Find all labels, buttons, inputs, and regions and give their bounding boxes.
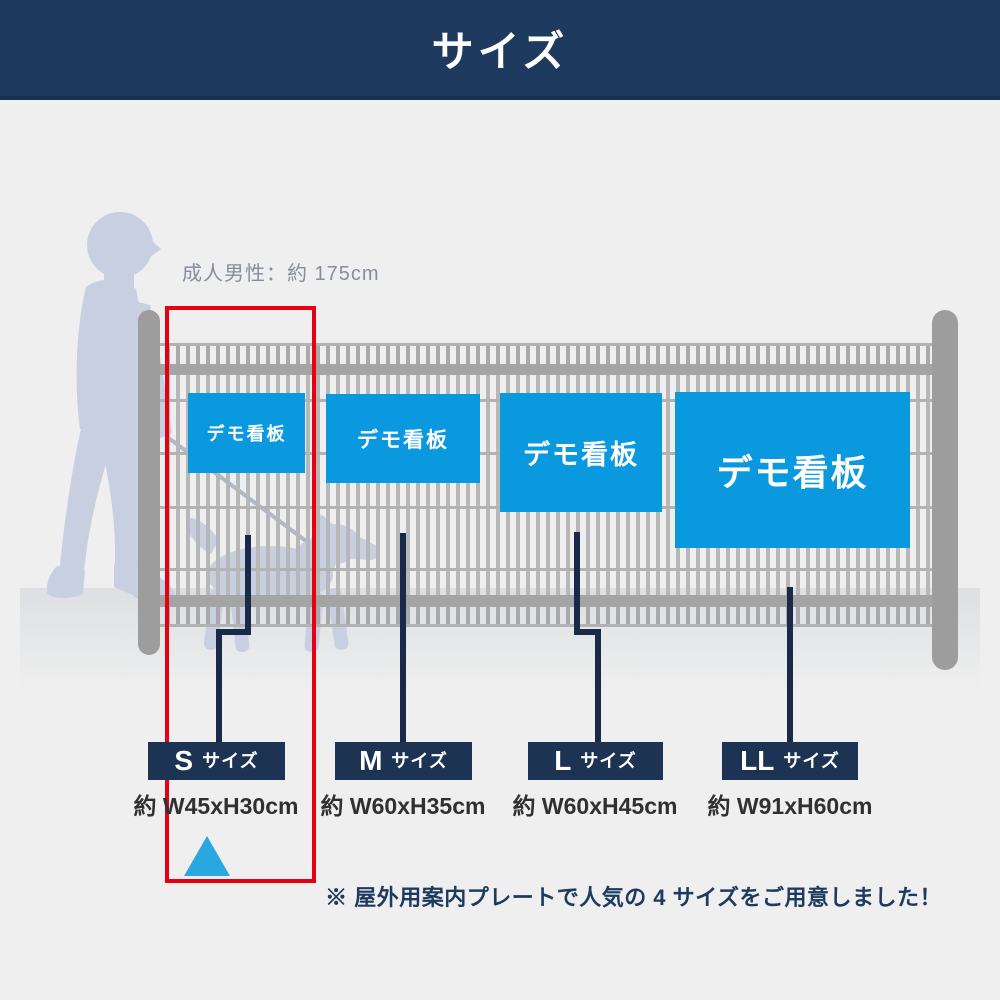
- fence-top-thin-rail: [150, 343, 946, 346]
- leader-line-l: [574, 629, 601, 635]
- size-code: M: [359, 745, 383, 776]
- demo-sign-s-text: デモ看板: [206, 424, 287, 444]
- demo-sign-s: デモ看板: [188, 393, 305, 473]
- dimensions-ll: 約 W91xH60cm: [707, 793, 873, 819]
- demo-sign-m-text: デモ看板: [357, 428, 449, 452]
- header-bar: サイズ: [0, 0, 1000, 100]
- footnote: ※ 屋外用案内プレートで人気の 4 サイズをご用意しました！: [325, 885, 942, 910]
- size-unit: サイズ: [580, 751, 637, 771]
- size-code: S: [174, 745, 194, 776]
- leader-line-s: [216, 629, 222, 743]
- demo-sign-ll: デモ看板: [675, 392, 910, 548]
- fence-bottom-rail: [150, 595, 946, 607]
- dimensions-l: 約 W60xH45cm: [512, 793, 678, 819]
- size-label-ll: LL サイズ: [722, 742, 858, 780]
- leader-line-s: [245, 535, 251, 635]
- leader-line-l: [574, 532, 580, 635]
- dimensions-s: 約 W45xH30cm: [133, 793, 299, 819]
- leader-line-s: [216, 629, 251, 635]
- adult-height-reference: 成人男性：約 175cm: [182, 263, 380, 285]
- selected-size-triangle-marker: [184, 836, 230, 876]
- fence-wire: [160, 568, 936, 571]
- fence-bottom-tick-row: [156, 607, 940, 624]
- size-unit: サイズ: [202, 751, 259, 771]
- leader-line-ll: [787, 587, 793, 743]
- fence-top-rail: [150, 364, 946, 375]
- fence-bottom-thin-rail: [150, 624, 946, 627]
- size-label-m: M サイズ: [335, 742, 472, 780]
- demo-sign-ll-text: デモ看板: [716, 452, 869, 493]
- leader-line-m: [400, 533, 406, 743]
- size-label-l: L サイズ: [528, 742, 663, 780]
- size-label-s: S サイズ: [148, 742, 285, 780]
- dimensions-m: 約 W60xH35cm: [320, 793, 486, 819]
- highlight-rectangle-s: [165, 306, 316, 883]
- fence-top-tick-row: [156, 346, 940, 364]
- size-code: LL: [740, 745, 775, 776]
- demo-sign-m: デモ看板: [326, 394, 480, 483]
- demo-sign-l: デモ看板: [500, 393, 662, 512]
- size-unit: サイズ: [391, 751, 448, 771]
- page-title: サイズ: [431, 27, 569, 75]
- fence-left-post: [138, 310, 160, 655]
- size-code: L: [554, 745, 572, 776]
- demo-sign-l-text: デモ看板: [523, 440, 639, 470]
- leader-line-l: [595, 629, 601, 743]
- size-unit: サイズ: [783, 751, 840, 771]
- fence-right-post: [932, 310, 958, 670]
